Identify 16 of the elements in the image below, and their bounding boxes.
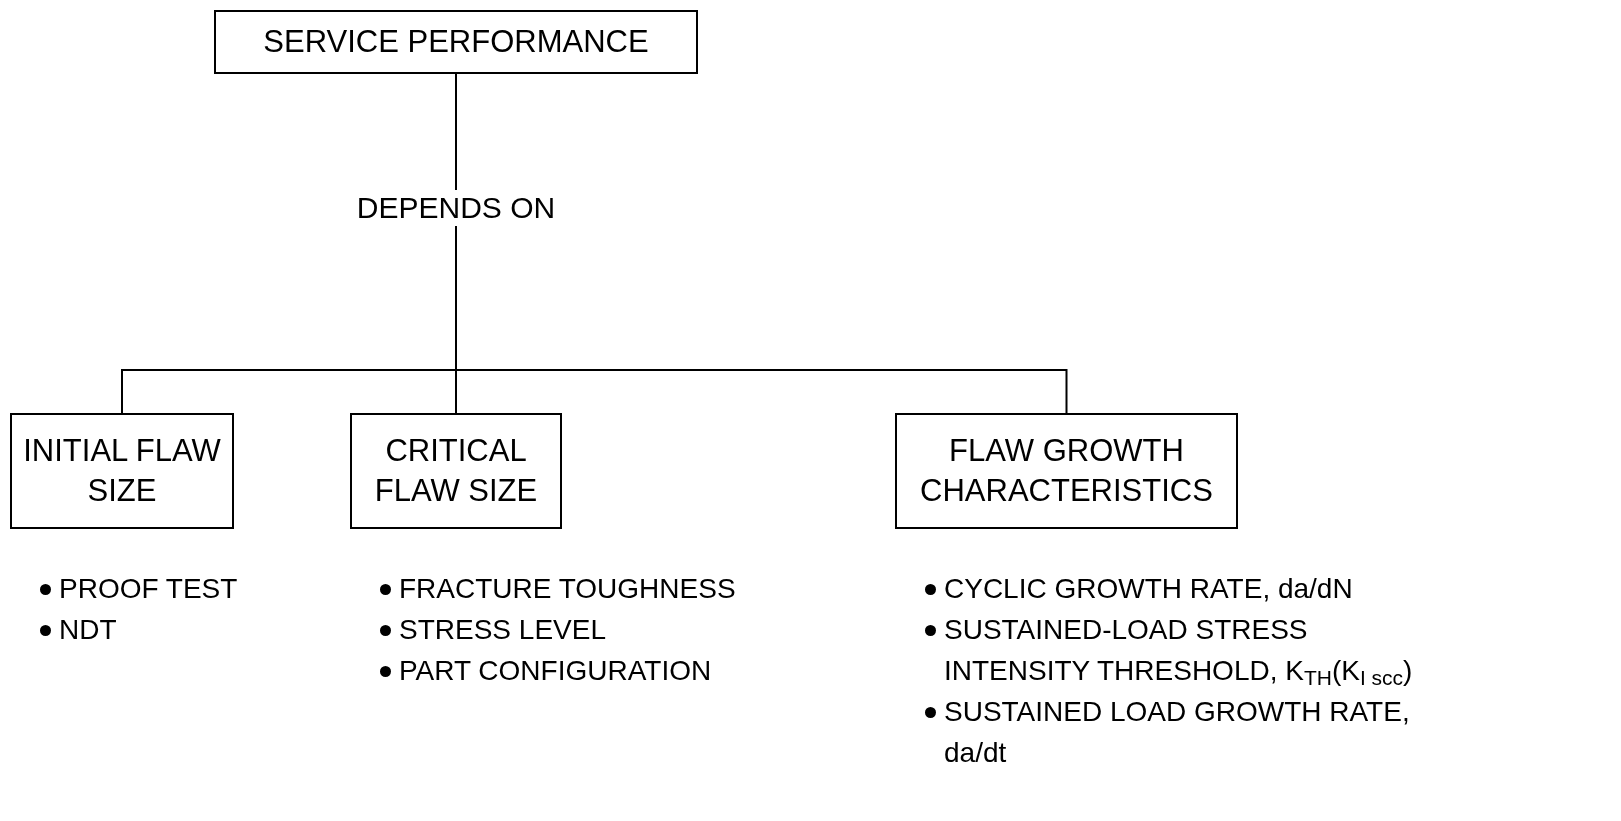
- box-label: CRITICAL FLAW SIZE: [373, 432, 539, 510]
- bullet-text: SUSTAINED LOAD GROWTH RATE, da/dt: [944, 695, 1411, 770]
- bullet-text: STRESS LEVEL: [399, 613, 606, 647]
- process-box: [10, 413, 234, 529]
- process-box: [350, 413, 562, 529]
- process-box: [214, 10, 698, 74]
- bullet-text: CYCLIC GROWTH RATE, da/dN: [944, 572, 1353, 606]
- bullet-text: FRACTURE TOUGHNESS: [399, 572, 736, 606]
- bullet-text: SUSTAINED-LOAD STRESS INTENSITY THRESHOLD, K$_{TH}$(K$_{I scc}$): [944, 613, 1414, 691]
- box-label: FLAW GROWTH CHARACTERISTICS: [919, 432, 1214, 510]
- box-label: INITIAL FLAW SIZE: [22, 432, 222, 510]
- bullet-text: PART CONFIGURATION: [399, 654, 712, 688]
- process-box: [895, 413, 1238, 529]
- bullet-text: PROOF TEST: [59, 572, 238, 606]
- box-label: SERVICE PERFORMANCE: [262, 23, 650, 61]
- bullet-text: NDT: [59, 613, 117, 647]
